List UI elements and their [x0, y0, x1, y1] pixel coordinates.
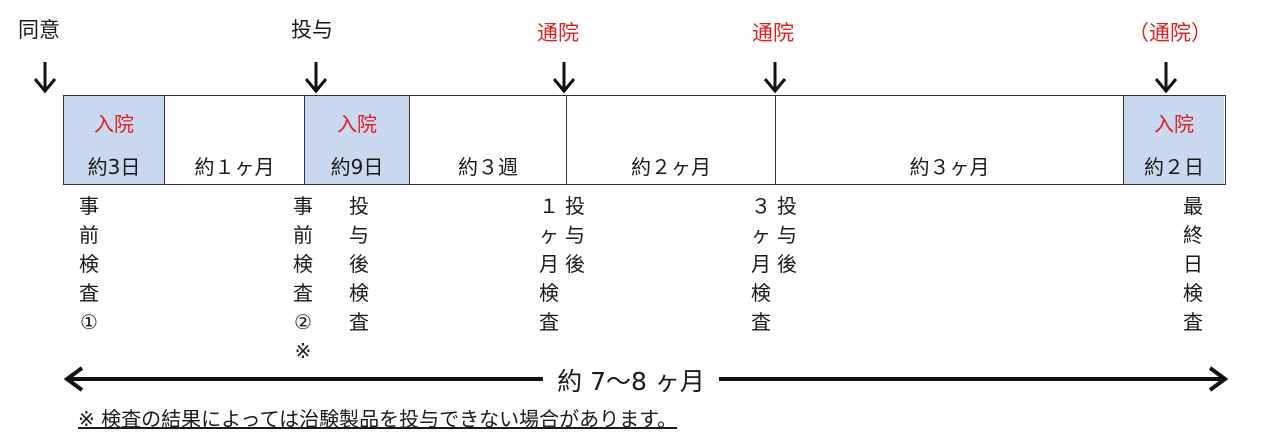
segment-duration: 約9日 [330, 155, 384, 179]
event-visit-2: 通院 [752, 21, 794, 45]
segment-top-label: 入院 [337, 112, 377, 136]
segment-interval-2: 約３週 [410, 96, 566, 184]
arrow-down-icon [304, 62, 328, 94]
event-dosing: 投与 [291, 18, 333, 42]
arrow-down-icon [1154, 62, 1178, 94]
event-consent: 同意 [18, 18, 60, 42]
segment-interval-3: 約２ヶ月 [566, 96, 775, 184]
segment-duration: 約１ヶ月 [194, 155, 275, 179]
event-visit-3: （通院） [1128, 21, 1212, 45]
segment-admission-3: 入院 約２日 [1123, 96, 1224, 184]
segment-duration: 約3日 [87, 155, 141, 179]
segment-top-label: 入院 [1154, 112, 1194, 136]
vertical-label-post-dose-exam: 投与後検査 [349, 194, 369, 334]
timeline-bar: 入院 約3日 約１ヶ月 入院 約9日 約３週 約２ヶ月 約３ヶ月 入院 約２日 [63, 95, 1226, 185]
footnote: ※ 検査の結果によっては治験製品を投与できない場合があります。 [78, 407, 678, 431]
segment-interval-1: 約１ヶ月 [165, 96, 304, 184]
arrow-down-icon [33, 62, 57, 94]
vertical-label-1month-post-dose: 投与後 [565, 194, 585, 276]
arrow-down-icon [552, 62, 576, 94]
segment-duration: 約３週 [458, 155, 518, 179]
segment-duration: 約２ヶ月 [631, 155, 711, 179]
vertical-label-final-day-exam: 最終日検査 [1183, 194, 1203, 334]
total-duration-label: 約 7〜8 ヶ月 [0, 362, 1262, 398]
segment-admission-1: 入院 約3日 [64, 96, 165, 184]
segment-top-label: 入院 [94, 112, 134, 136]
segment-duration: 約２日 [1144, 155, 1204, 179]
segment-duration: 約３ヶ月 [909, 155, 990, 179]
event-visit-1: 通院 [537, 21, 579, 45]
segment-interval-4: 約３ヶ月 [775, 96, 1123, 184]
arrow-down-icon [763, 62, 787, 94]
vertical-label-3month-post-dose: 投与後 [777, 194, 797, 276]
segment-admission-2: 入院 約9日 [304, 96, 410, 184]
